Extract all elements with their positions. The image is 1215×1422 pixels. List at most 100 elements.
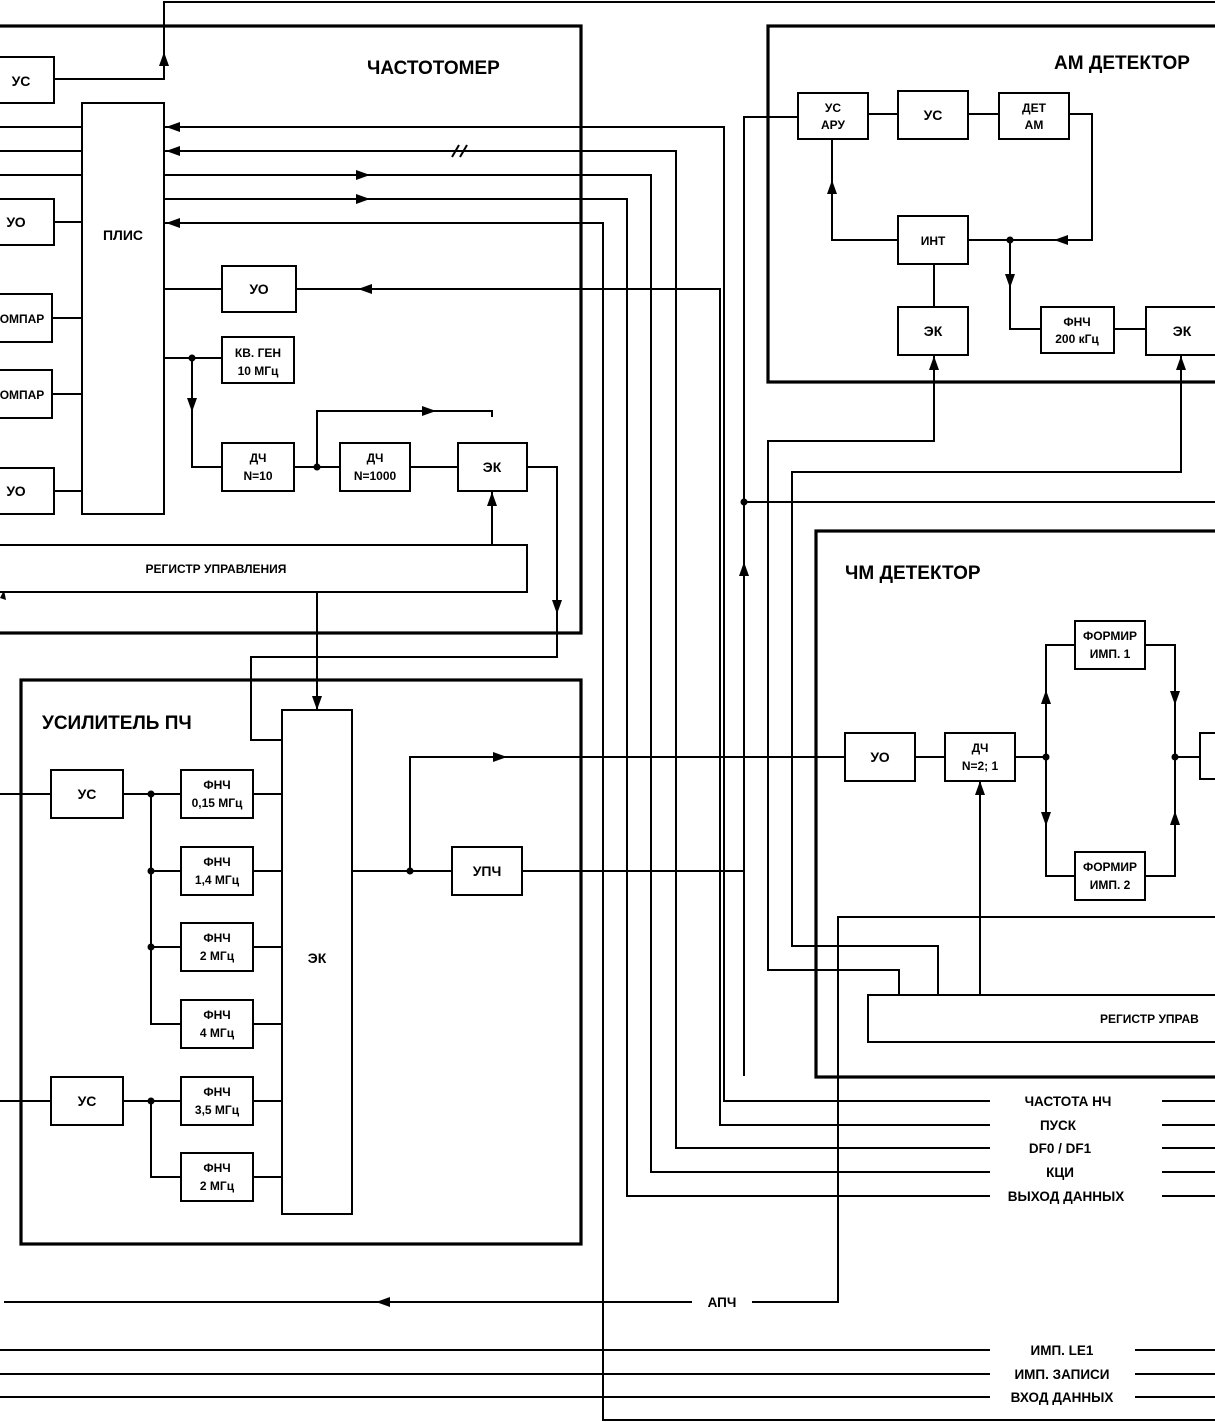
bus-pusk <box>164 150 990 1149</box>
svg-text:ФНЧ: ФНЧ <box>203 1085 230 1099</box>
uo-mid-to-right <box>296 288 990 1126</box>
block-form-imp-2: ФОРМИР ИМП. 2 <box>1074 851 1146 901</box>
freq-meter-frame <box>0 24 583 635</box>
svg-text:ДЧ: ДЧ <box>367 451 384 465</box>
svg-text:УС: УС <box>12 73 31 89</box>
am-to-fnch <box>1009 240 1041 330</box>
svg-text:УО: УО <box>6 214 25 230</box>
svg-text:ФНЧ: ФНЧ <box>203 855 230 869</box>
am-int-to-aru <box>831 139 898 241</box>
junction-if-2 <box>147 867 155 875</box>
arrow-plis-1 <box>166 122 180 132</box>
signal-label-chastota: ЧАСТОТА НЧ <box>1025 1094 1112 1109</box>
junction-if-4 <box>147 1097 155 1105</box>
arrow-aru-up <box>827 180 837 194</box>
svg-text:ЭК: ЭК <box>483 459 502 475</box>
signal-label-le1: ИМП. LE1 <box>1031 1343 1094 1358</box>
svg-text:0,15 МГц: 0,15 МГц <box>192 796 243 810</box>
signal-label-apch: АПЧ <box>708 1295 737 1310</box>
svg-text:УО: УО <box>870 749 889 765</box>
arrow-ek2-up <box>1176 356 1186 370</box>
arrow-am-det-back <box>1054 235 1068 245</box>
block-fm-register: РЕГИСТР УПРАВ <box>867 994 1215 1043</box>
am-detector-frame <box>766 24 1215 384</box>
block-uo-mid: УО <box>221 265 297 313</box>
if-bus-2 <box>150 1101 181 1178</box>
arrow-apch <box>376 1297 390 1307</box>
dch-bypass <box>316 410 493 467</box>
svg-text:ЭК: ЭК <box>924 323 943 339</box>
arrow-fm-r-down <box>1170 691 1180 705</box>
block-dch-10: ДЧ N=10 <box>221 442 295 492</box>
block-ek-if: ЭК <box>281 709 353 1215</box>
block-dch-1000: ДЧ N=1000 <box>339 442 411 492</box>
svg-text:ФОРМИР: ФОРМИР <box>1083 860 1137 874</box>
am-det-out <box>968 113 1093 241</box>
arrow-fm-r-up <box>1170 811 1180 825</box>
svg-text:ФНЧ: ФНЧ <box>203 1161 230 1175</box>
fm-to-form2 <box>1045 757 1075 877</box>
break-mark-1 <box>451 144 460 158</box>
svg-text:200 кГц: 200 кГц <box>1055 332 1099 346</box>
arrow-plis-3 <box>356 170 370 180</box>
svg-text:N=10: N=10 <box>243 469 272 483</box>
block-fnch-4: ФНЧ 4 МГц <box>180 999 254 1049</box>
arrow-plis-4 <box>356 194 370 204</box>
arrow-if-fm <box>493 752 507 762</box>
block-fnch-2b: ФНЧ 2 МГц <box>180 1152 254 1202</box>
signal-label-data-in: ВХОД ДАННЫХ <box>1011 1390 1114 1405</box>
block-ek-freq: ЭК <box>457 442 528 492</box>
svg-text:2 МГц: 2 МГц <box>200 949 235 963</box>
svg-text:УС: УС <box>924 107 943 123</box>
am-ek2-ctrl <box>791 355 1182 995</box>
block-uo-2: УО <box>0 467 55 515</box>
svg-text:2 МГц: 2 МГц <box>200 1179 235 1193</box>
svg-text:ЭК: ЭК <box>308 950 327 966</box>
junction-am-bus <box>740 498 748 506</box>
arrow-am-down <box>1005 274 1015 288</box>
arrow-uo-mid <box>358 284 372 294</box>
fm-form2-out <box>1145 757 1176 877</box>
gen-down-wire <box>191 358 222 468</box>
svg-text:ДЧ: ДЧ <box>250 451 267 465</box>
arrow-fm-dch-up <box>975 781 985 795</box>
svg-text:ЭК: ЭК <box>1173 323 1192 339</box>
block-us-if-2: УС <box>50 1076 124 1126</box>
block-control-register: РЕГИСТР УПРАВЛЕНИЯ <box>0 544 528 593</box>
svg-text:АРУ: АРУ <box>821 118 846 132</box>
block-ek-am-2: ЭК <box>1145 306 1215 356</box>
block-fnch-14: ФНЧ 1,4 МГц <box>180 846 254 896</box>
arrow-am-bus-up <box>739 562 749 576</box>
svg-text:УО: УО <box>6 483 25 499</box>
block-int: ИНТ <box>897 215 969 265</box>
fm-detector-title: ЧМ ДЕТЕКТОР <box>845 563 981 584</box>
fm-output-block-edge <box>1199 732 1215 780</box>
svg-text:3,5 МГц: 3,5 МГц <box>195 1103 240 1117</box>
am-detector-title: АМ ДЕТЕКТОР <box>1054 53 1190 74</box>
svg-text:УС: УС <box>78 1093 97 1109</box>
arrow-fm-up <box>1041 690 1051 704</box>
svg-text:ФНЧ: ФНЧ <box>1063 315 1090 329</box>
block-det-am: ДЕТ АМ <box>998 92 1070 140</box>
bus-out-data <box>164 126 990 1102</box>
svg-text:ДЕТ: ДЕТ <box>1022 101 1047 115</box>
svg-text:ИНТ: ИНТ <box>921 234 946 248</box>
arrow-gen-down <box>187 398 197 412</box>
apch-wire <box>752 916 1215 1303</box>
block-form-imp-1: ФОРМИР ИМП. 1 <box>1074 620 1146 670</box>
svg-text:ИМП. 2: ИМП. 2 <box>1090 878 1131 892</box>
svg-text:ИМП. 1: ИМП. 1 <box>1090 647 1131 661</box>
svg-text:АМ: АМ <box>1025 118 1044 132</box>
svg-text:ФНЧ: ФНЧ <box>203 931 230 945</box>
svg-text:УС: УС <box>78 786 97 802</box>
block-fnch-015: ФНЧ 0,15 МГц <box>180 769 254 819</box>
ek-out-wire <box>250 466 558 741</box>
block-us-top: УС <box>0 56 55 104</box>
block-komp-1: ОМПАР <box>0 293 53 343</box>
svg-text:ФНЧ: ФНЧ <box>203 1008 230 1022</box>
break-mark-2 <box>459 144 468 158</box>
junction-if-3 <box>147 943 155 951</box>
if-to-fm <box>409 756 845 871</box>
svg-text:ФНЧ: ФНЧ <box>203 778 230 792</box>
